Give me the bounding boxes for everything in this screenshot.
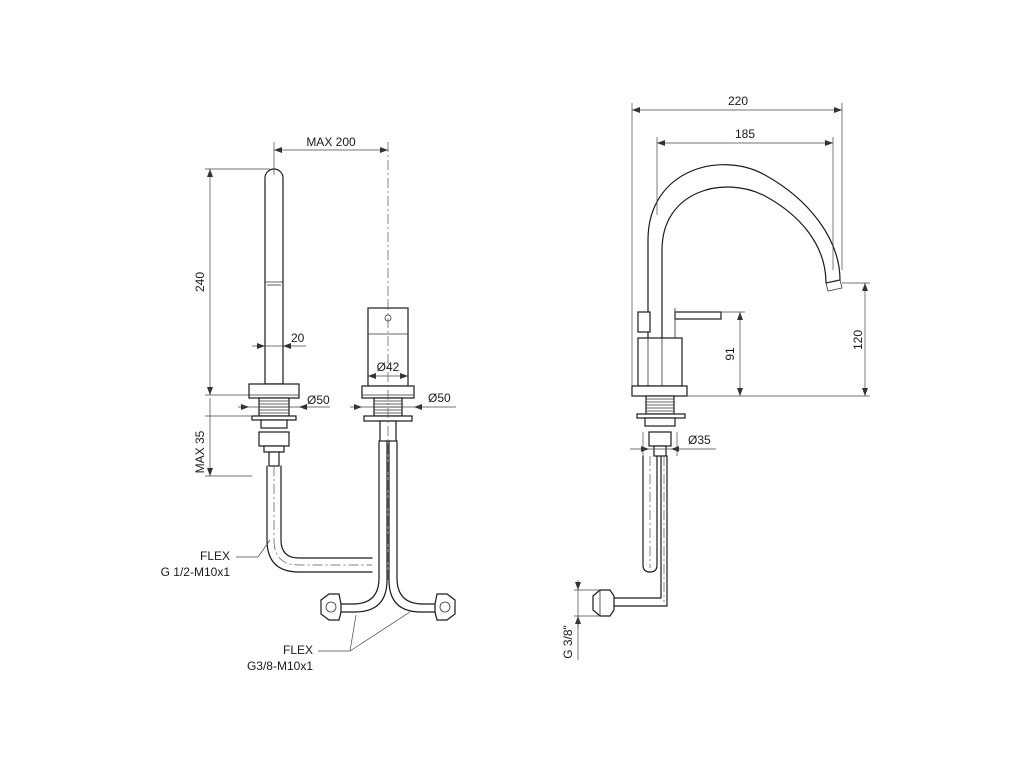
right-mixer (592, 164, 843, 617)
left-dimensions (205, 142, 456, 652)
flex-spec-2: G3/8-M10x1 (247, 659, 313, 673)
flex-label-2: FLEX (283, 643, 313, 657)
dim-20: 20 (291, 331, 305, 345)
right-dimensions (574, 103, 870, 660)
dim-max-200: MAX 200 (306, 135, 356, 149)
dim-dia-50-left: Ø50 (307, 393, 330, 407)
dim-220: 220 (728, 94, 748, 108)
dim-g-3-8: G 3/8" (561, 625, 575, 659)
dim-120: 120 (851, 330, 865, 350)
dim-dia-42: Ø42 (377, 360, 400, 374)
left-spout (248, 168, 373, 573)
flex-label-1: FLEX (200, 549, 230, 563)
flex-spec-1: G 1/2-M10x1 (161, 565, 231, 579)
dim-91: 91 (723, 347, 737, 361)
dim-185: 185 (735, 127, 755, 141)
dim-dia-50-right: Ø50 (428, 391, 451, 405)
dim-240: 240 (193, 272, 207, 292)
dim-max-35: MAX 35 (193, 430, 207, 473)
dim-dia-35: Ø35 (688, 433, 711, 447)
